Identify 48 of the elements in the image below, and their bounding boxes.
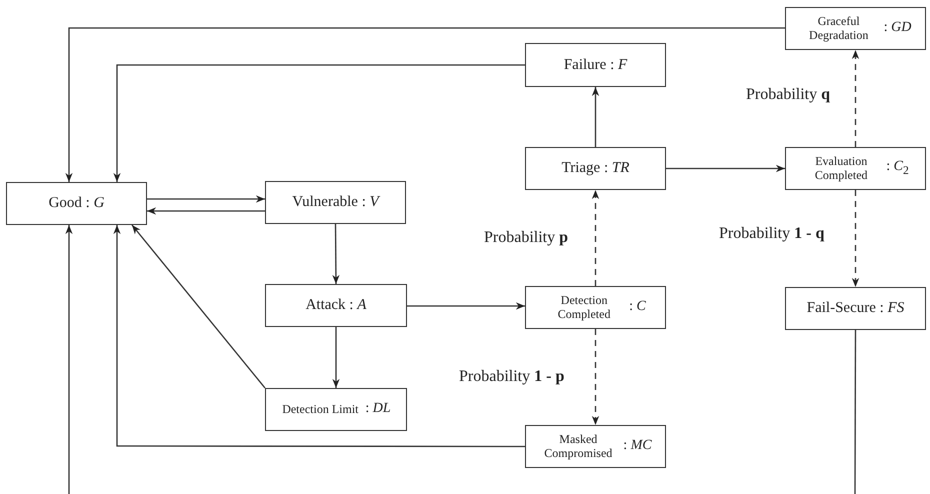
- state-label: Fail-Secure : FS: [806, 300, 904, 317]
- state-name: Detection Completed: [556, 294, 612, 322]
- state-label: Triage : TR: [562, 160, 630, 177]
- state-name: Detection Limit: [281, 402, 360, 416]
- state-box: [265, 388, 407, 431]
- state-symbol: : MC: [623, 438, 652, 455]
- state-name: Graceful Degradation: [808, 14, 870, 42]
- arrow: [147, 195, 265, 203]
- arrow: [332, 327, 340, 388]
- state-box: [525, 147, 666, 190]
- state-box: [265, 284, 407, 327]
- edge-label: Probability p: [482, 229, 570, 247]
- state-name: Evaluation Completed: [814, 154, 869, 182]
- state-label: Vulnerable : V: [292, 194, 379, 211]
- arrow: [132, 224, 266, 388]
- arrow: [65, 225, 73, 494]
- state-symbol: : DL: [365, 401, 391, 418]
- arrow: [407, 302, 525, 310]
- state-label: Good : G: [48, 195, 104, 212]
- connector-line: [854, 330, 856, 494]
- state-box: [525, 425, 666, 468]
- state-symbol: : C: [629, 299, 646, 316]
- state-box: [6, 182, 147, 225]
- state-box: [265, 181, 406, 224]
- arrow: [592, 329, 600, 425]
- arrow: [65, 27, 785, 182]
- edge-label: Probability q: [744, 86, 832, 104]
- state-symbol: : C$_{2}$: [886, 159, 909, 178]
- arrow: [592, 87, 600, 147]
- state-box: [525, 286, 666, 329]
- state-symbol: : GD: [884, 20, 912, 37]
- state-box: [785, 287, 926, 330]
- arrow: [332, 224, 340, 284]
- edge-label: Probability 1 - q: [717, 225, 826, 243]
- arrow: [113, 64, 525, 182]
- state-label: Failure : F: [564, 56, 628, 74]
- state-name: Masked Compromised: [543, 432, 614, 460]
- edge-label: Probability 1 - p: [457, 368, 566, 386]
- arrow: [592, 190, 600, 286]
- arrow: [113, 225, 525, 448]
- state-box: [525, 43, 666, 87]
- state-label: Attack : A: [306, 297, 366, 314]
- arrow: [852, 190, 860, 287]
- arrow: [852, 50, 860, 147]
- state-box: [785, 7, 926, 50]
- arrow: [147, 207, 265, 215]
- state-box: [785, 147, 926, 190]
- arrow: [666, 164, 785, 172]
